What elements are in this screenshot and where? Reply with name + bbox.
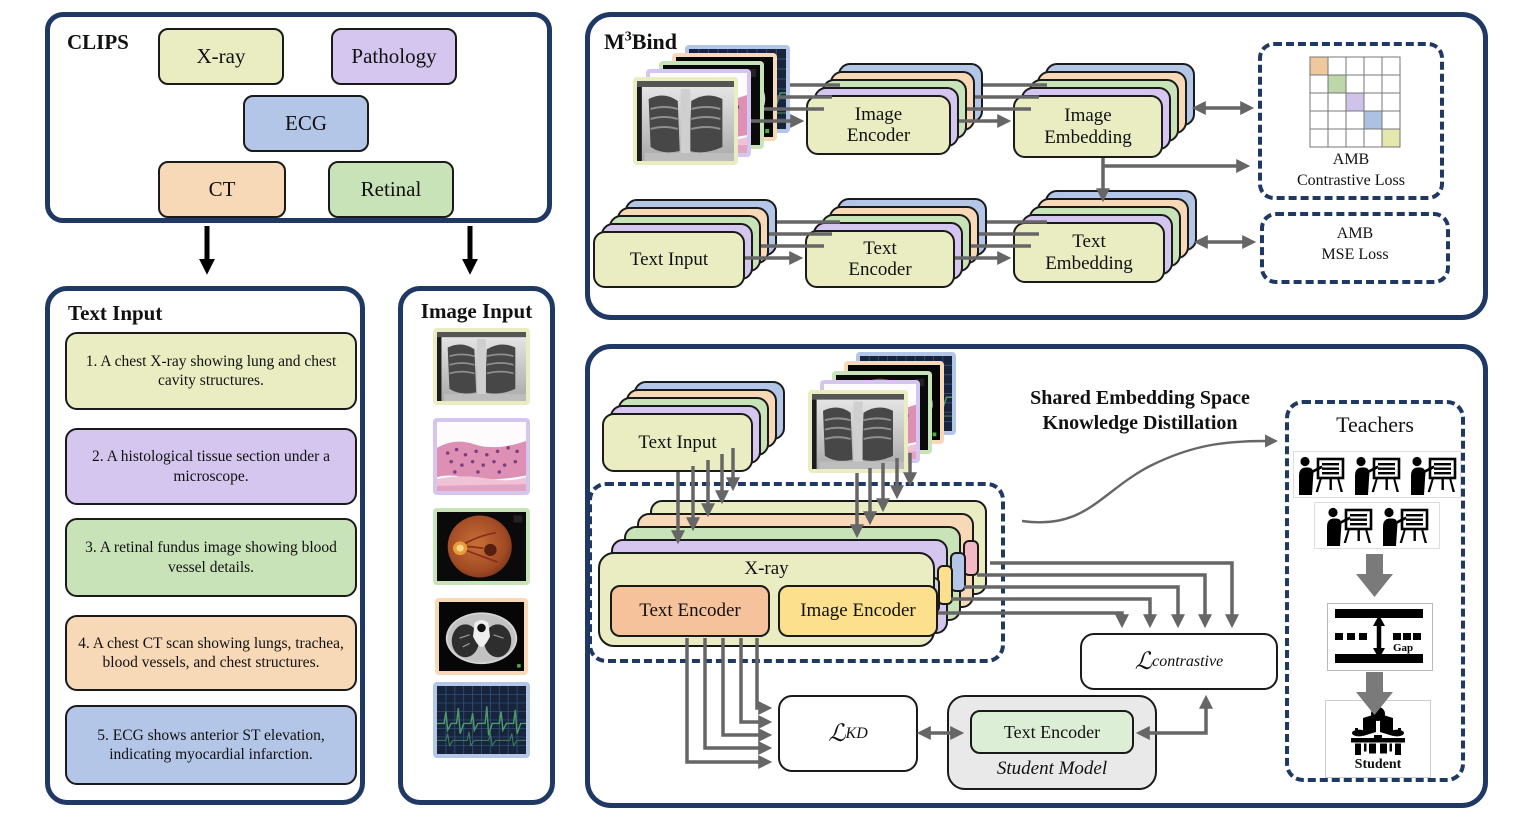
text-encoder-card: Text Encoder — [805, 230, 955, 288]
chip-xray-label: X-ray — [196, 44, 246, 68]
xray-image-encoder: Image Encoder — [778, 585, 938, 637]
text-item-3: 3. A retinal fundus image showing blood … — [65, 518, 357, 597]
student-graphic: Student — [1325, 700, 1431, 778]
image-input-title: Image Input — [420, 299, 533, 323]
histology-image — [433, 418, 530, 495]
chip-ct-label: CT — [208, 177, 236, 201]
xray-image-encoder-label: Image Encoder — [800, 600, 916, 622]
distill-text-input-card: Text Input — [602, 413, 753, 472]
teachers-title: Teachers — [1336, 412, 1414, 437]
text-item-5-label: 5. ECG shows anterior ST elevation, indi… — [97, 726, 325, 763]
gap-icon: Gap — [1335, 609, 1423, 663]
student-model-box: Text Encoder Student Model — [947, 695, 1157, 790]
m3bind-xray-image — [633, 77, 738, 165]
text-encoder-label: Text Encoder — [848, 237, 912, 280]
clips-panel: CLIPS X-ray Pathology ECG CT Retinal — [45, 12, 552, 223]
image-embedding-card: Image Embedding — [1013, 95, 1163, 158]
teacher-icon — [1296, 455, 1346, 495]
text-input-title: Text Input — [68, 301, 163, 325]
xray-clip-title: X-ray — [744, 558, 789, 579]
teacher-icons-row2 — [1314, 502, 1440, 549]
student-icon — [1346, 705, 1410, 755]
distill-text-input-label: Text Input — [638, 431, 717, 453]
xray-text-encoder-label: Text Encoder — [639, 600, 741, 622]
clips-chip-retinal: Retinal — [328, 161, 454, 218]
text-item-3-label: 3. A retinal fundus image showing blood … — [85, 539, 337, 576]
similarity-matrix — [1309, 56, 1401, 148]
text-item-2: 2. A histological tissue section under a… — [65, 428, 357, 505]
chip-retinal-label: Retinal — [360, 177, 422, 201]
clips-chip-xray: X-ray — [158, 28, 284, 85]
chip-pathology-label: Pathology — [351, 44, 437, 68]
svg-text:Gap: Gap — [1393, 642, 1413, 654]
xray-text-encoder: Text Encoder — [610, 585, 770, 637]
text-item-4-label: 4. A chest CT scan showing lungs, trache… — [78, 634, 344, 671]
m3bind-text-input-card: Text Input — [593, 231, 745, 288]
text-input-panel: Text Input 1. A chest X-ray showing lung… — [45, 286, 365, 805]
chest-ct-image — [435, 598, 528, 675]
teacher-icon — [1324, 506, 1374, 546]
image-encoder-label: Image Encoder — [846, 103, 911, 146]
image-encoder-card: Image Encoder — [806, 95, 951, 155]
student-text-encoder-label: Text Encoder — [1003, 721, 1101, 742]
text-item-5: 5. ECG shows anterior ST elevation, indi… — [65, 705, 357, 785]
xray-clip-card: X-ray Text Encoder Image Encoder — [598, 552, 938, 647]
text-embedding-label: Text Embedding — [1045, 231, 1133, 274]
clips-title: CLIPS — [67, 30, 129, 54]
student-caption: Student — [1354, 757, 1402, 772]
teacher-icons-row1 — [1293, 451, 1461, 498]
chip-ecg-label: ECG — [285, 111, 327, 135]
student-model-caption: Student Model — [996, 758, 1108, 779]
chest-xray-image — [433, 328, 530, 405]
image-embedding-label: Image Embedding — [1044, 105, 1132, 148]
text-embedding-card: Text Embedding — [1013, 222, 1165, 283]
clips-chip-pathology: Pathology — [331, 28, 457, 85]
teachers-box: Teachers Gap — [1285, 400, 1465, 782]
clips-chip-ct: CT — [158, 161, 286, 218]
teacher-icon — [1352, 455, 1402, 495]
teacher-icon — [1408, 455, 1458, 495]
distill-xray-image — [808, 390, 908, 473]
retinal-fundus-image — [433, 508, 530, 585]
text-item-1: 1. A chest X-ray showing lung and chest … — [65, 332, 357, 410]
student-text-encoder: Text Encoder — [970, 710, 1134, 754]
ecg-image — [433, 682, 530, 758]
text-item-1-label: 1. A chest X-ray showing lung and chest … — [85, 352, 337, 389]
teacher-icon — [1380, 506, 1430, 546]
text-item-2-label: 2. A histological tissue section under a… — [91, 448, 331, 485]
text-item-4: 4. A chest CT scan showing lungs, trache… — [65, 615, 357, 691]
m3bind-text-input-label: Text Input — [629, 248, 709, 270]
m3bind-title: M3Bind — [604, 29, 678, 54]
image-input-panel: Image Input — [398, 286, 555, 805]
gap-graphic: Gap — [1327, 603, 1433, 671]
clips-chip-ecg: ECG — [243, 95, 369, 152]
